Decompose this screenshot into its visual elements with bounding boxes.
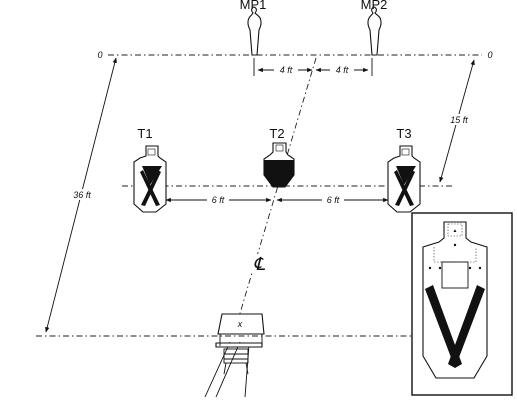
desk-chair: [204, 313, 265, 398]
target-left-measure: 6 ft: [212, 195, 225, 205]
target-t3: [387, 145, 421, 213]
t2-label: T2: [269, 126, 284, 141]
mp-right-measure: 4 ft: [336, 65, 349, 75]
mp-left-measure: 4 ft: [280, 65, 293, 75]
total-depth-measure: 36 ft: [73, 190, 91, 200]
zero-label-left: 0: [97, 50, 102, 60]
target-right-measure: 6 ft: [327, 195, 340, 205]
centerline: [237, 57, 317, 321]
centerline-symbol: ℄: [253, 254, 265, 275]
mp2-label: MP2: [361, 0, 388, 12]
desk: [217, 313, 265, 335]
mp1-figure: [247, 6, 262, 56]
range-depth-measure: 15 ft: [450, 115, 468, 125]
target-t1: [133, 145, 167, 213]
target-detail-inset: ▲: [411, 212, 513, 396]
mp1-label: MP1: [240, 0, 267, 12]
t1-label: T1: [137, 126, 152, 141]
chair: [223, 348, 249, 364]
svg-text:▲: ▲: [453, 228, 458, 234]
desk-mark: x: [237, 319, 243, 329]
mp2-figure: [367, 6, 382, 56]
t3-label: T3: [396, 126, 411, 141]
zero-label-right: 0: [487, 50, 492, 60]
target-t2: [263, 142, 295, 188]
